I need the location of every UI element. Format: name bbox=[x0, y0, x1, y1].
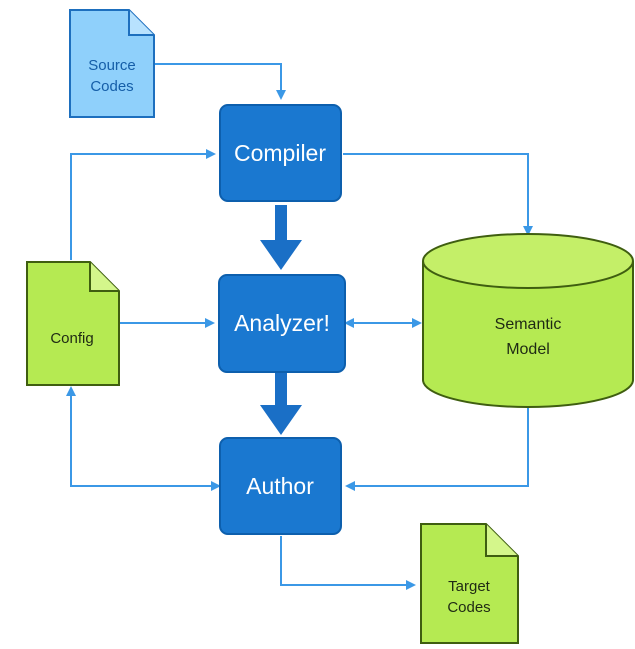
semantic-model-label-line-1: Semantic bbox=[495, 316, 562, 333]
thick-arrow-analyzer-to-author bbox=[260, 373, 302, 435]
author-box: Author bbox=[219, 437, 342, 535]
config-label: Config bbox=[50, 330, 93, 347]
edge-config-to-compiler bbox=[70, 149, 216, 260]
target-codes-label-line-2: Codes bbox=[447, 599, 490, 616]
edge-source-to-compiler bbox=[155, 63, 286, 100]
semantic-model-database: Semantic Model bbox=[422, 233, 634, 408]
analyzer-label: Analyzer! bbox=[234, 310, 330, 336]
source-codes-label-line-1: Source bbox=[88, 57, 136, 74]
thick-arrows bbox=[260, 205, 302, 435]
compiler-label: Compiler bbox=[234, 140, 326, 166]
edge-author-to-target bbox=[280, 536, 416, 590]
semantic-model-label-line-2: Model bbox=[506, 341, 550, 358]
target-codes-document: Target Codes bbox=[420, 523, 519, 644]
analyzer-box: Analyzer! bbox=[218, 274, 346, 373]
edge-author-to-config bbox=[66, 386, 221, 491]
compiler-box: Compiler bbox=[219, 104, 342, 202]
target-codes-label-line-1: Target bbox=[448, 578, 491, 595]
author-label: Author bbox=[246, 473, 314, 499]
thick-arrow-compiler-to-analyzer bbox=[260, 205, 302, 270]
edge-compiler-to-semantic-model bbox=[343, 153, 533, 236]
edge-semantic-model-to-author bbox=[345, 405, 529, 491]
config-document: Config bbox=[26, 261, 120, 386]
source-codes-document: Source Codes bbox=[69, 9, 155, 118]
source-codes-label-line-2: Codes bbox=[90, 78, 133, 95]
connectors bbox=[66, 63, 533, 590]
